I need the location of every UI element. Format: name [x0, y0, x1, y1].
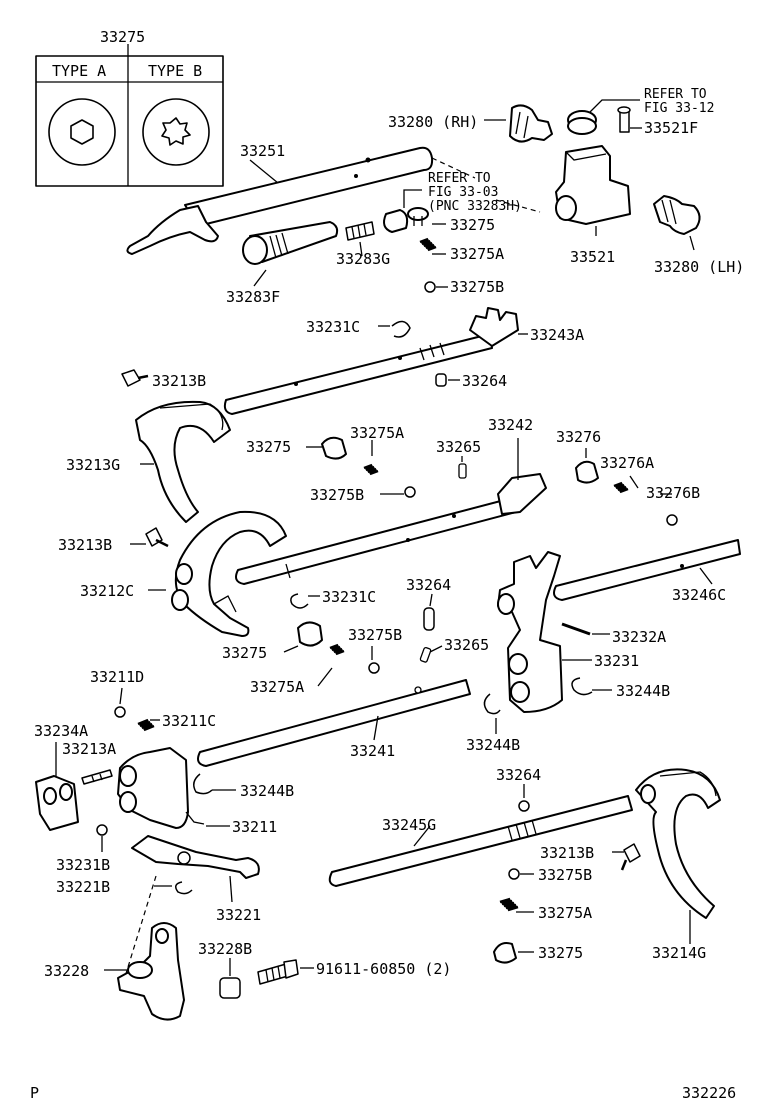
- part-label: 33213B: [540, 844, 594, 862]
- part-label: 33275A: [538, 904, 592, 922]
- part-label: 33212C: [80, 582, 134, 600]
- part-label: 33231C: [306, 318, 360, 336]
- part-label: 33275A: [450, 245, 504, 263]
- part-label: 33265: [444, 636, 489, 654]
- part-label: 33275: [222, 644, 267, 662]
- part-label: 33244B: [240, 782, 294, 800]
- housing-33521: [555, 106, 631, 225]
- part-label: 33275A: [350, 424, 404, 442]
- part-label: 33221B: [56, 878, 110, 896]
- part-label: FIG 33-03: [428, 185, 498, 200]
- part-label: FIG 33-12: [644, 101, 714, 116]
- part-label: REFER TO: [428, 171, 491, 186]
- part-label: 33243A: [530, 326, 584, 344]
- part-label: 33228B: [198, 940, 252, 958]
- plug-33276: [575, 460, 678, 526]
- part-label: (PNC 33283H): [428, 199, 522, 214]
- footer-left: P: [30, 1084, 39, 1102]
- part-label: 33275: [450, 216, 495, 234]
- lever-33228: [117, 922, 185, 1021]
- part-label: 33231C: [322, 588, 376, 606]
- bolt-33213B-top: [121, 369, 149, 387]
- block-33234A: [35, 775, 79, 831]
- part-label: REFER TO: [644, 87, 707, 102]
- part-label: 33214G: [652, 944, 706, 962]
- part-label: 33251: [240, 142, 285, 160]
- plug-33280-rh: [509, 104, 553, 143]
- type-a-label: TYPE A: [52, 62, 106, 80]
- part-label: 33234A: [34, 722, 88, 740]
- part-label: 33242: [488, 416, 533, 434]
- shaft-33242: [235, 473, 547, 585]
- footer-right: 332226: [682, 1084, 736, 1102]
- part-label: 33232A: [612, 628, 666, 646]
- type-selector-box: 33275 TYPE A TYPE B: [35, 28, 224, 187]
- part-label: 33245G: [382, 816, 436, 834]
- bolt-91611-60850: [257, 959, 299, 985]
- lever-33221: [131, 835, 260, 879]
- plug-33275-mid: [321, 436, 467, 498]
- part-label: 33264: [406, 576, 451, 594]
- part-label: 33241: [350, 742, 395, 760]
- shaft-33241: [197, 679, 471, 767]
- plug-33280-lh: [653, 195, 701, 235]
- part-label: 33213A: [62, 740, 116, 758]
- part-label: 33521F: [644, 119, 698, 137]
- bolt-33213B-mid: [145, 527, 169, 548]
- part-label: 33211D: [90, 668, 144, 686]
- fork-33212C: [171, 510, 287, 637]
- part-label: 33213B: [58, 536, 112, 554]
- plug-and-spring-top: [383, 207, 437, 293]
- part-label: 33275B: [450, 278, 504, 296]
- plug-33283F: [242, 221, 339, 265]
- part-label: 33211C: [162, 712, 216, 730]
- part-label: 33221: [216, 906, 261, 924]
- part-label: 33244B: [616, 682, 670, 700]
- lever-33211: [117, 747, 205, 829]
- part-label: 33265: [436, 438, 481, 456]
- part-label: 33244B: [466, 736, 520, 754]
- fork-33214G: [635, 768, 721, 919]
- part-label: 33283G: [336, 250, 390, 268]
- lever-33231: [497, 551, 563, 713]
- part-label: 33280 (RH): [388, 113, 478, 131]
- label-33275-box: 33275: [100, 28, 145, 46]
- part-label: 33231B: [56, 856, 110, 874]
- part-label: 33231: [594, 652, 639, 670]
- bolt-33213B-lower: [620, 843, 641, 871]
- part-label: 33276A: [600, 454, 654, 472]
- part-label: 33280 (LH): [654, 258, 744, 276]
- part-label: 33521: [570, 248, 615, 266]
- plug-33275-lower: [297, 621, 380, 674]
- part-label: 33283F: [226, 288, 280, 306]
- part-label: 33246C: [672, 586, 726, 604]
- shaft-33246C: [553, 539, 741, 601]
- part-label: 33264: [496, 766, 541, 784]
- part-label: 33276: [556, 428, 601, 446]
- part-label: 33275B: [538, 866, 592, 884]
- fork-33213G: [135, 400, 231, 523]
- part-label: 33275B: [348, 626, 402, 644]
- part-label: 33264: [462, 372, 507, 390]
- part-label: 33228: [44, 962, 89, 980]
- part-label: 33213B: [152, 372, 206, 390]
- type-b-label: TYPE B: [148, 62, 202, 80]
- shaft-33245G: [328, 795, 633, 887]
- part-label: 33276B: [646, 484, 700, 502]
- part-label: 33275B: [310, 486, 364, 504]
- shaft-33243A: [223, 307, 519, 415]
- part-label: 33275: [246, 438, 291, 456]
- part-label: 33211: [232, 818, 277, 836]
- part-label: 33275A: [250, 678, 304, 696]
- pin-33283G: [345, 221, 375, 241]
- part-label: 33275: [538, 944, 583, 962]
- part-label: 33213G: [66, 456, 120, 474]
- part-label: 91611-60850 (2): [316, 960, 451, 978]
